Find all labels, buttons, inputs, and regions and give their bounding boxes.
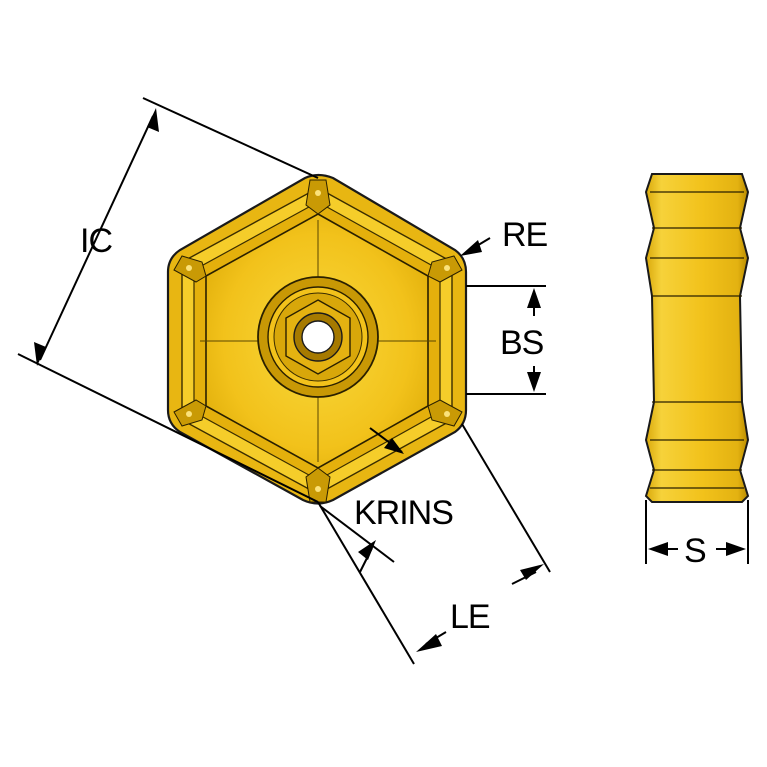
label-krins: KRINS xyxy=(354,494,453,532)
insert-side-view xyxy=(644,173,750,503)
label-re: RE xyxy=(502,216,548,254)
label-s: S xyxy=(684,532,706,570)
label-bs: BS xyxy=(500,324,544,362)
dimension-ic xyxy=(17,97,319,503)
side-view-body xyxy=(644,173,750,503)
dimension-krins xyxy=(369,427,404,454)
label-ic: IC xyxy=(80,222,112,260)
dimension-re xyxy=(460,237,491,256)
dimension-s xyxy=(645,500,749,564)
label-le: LE xyxy=(450,598,490,636)
bore-hole xyxy=(301,320,335,354)
insert-front-view xyxy=(166,173,468,505)
dimension-le xyxy=(317,423,551,665)
insert-corner-highlights xyxy=(186,190,450,492)
dimension-bs xyxy=(466,285,546,395)
